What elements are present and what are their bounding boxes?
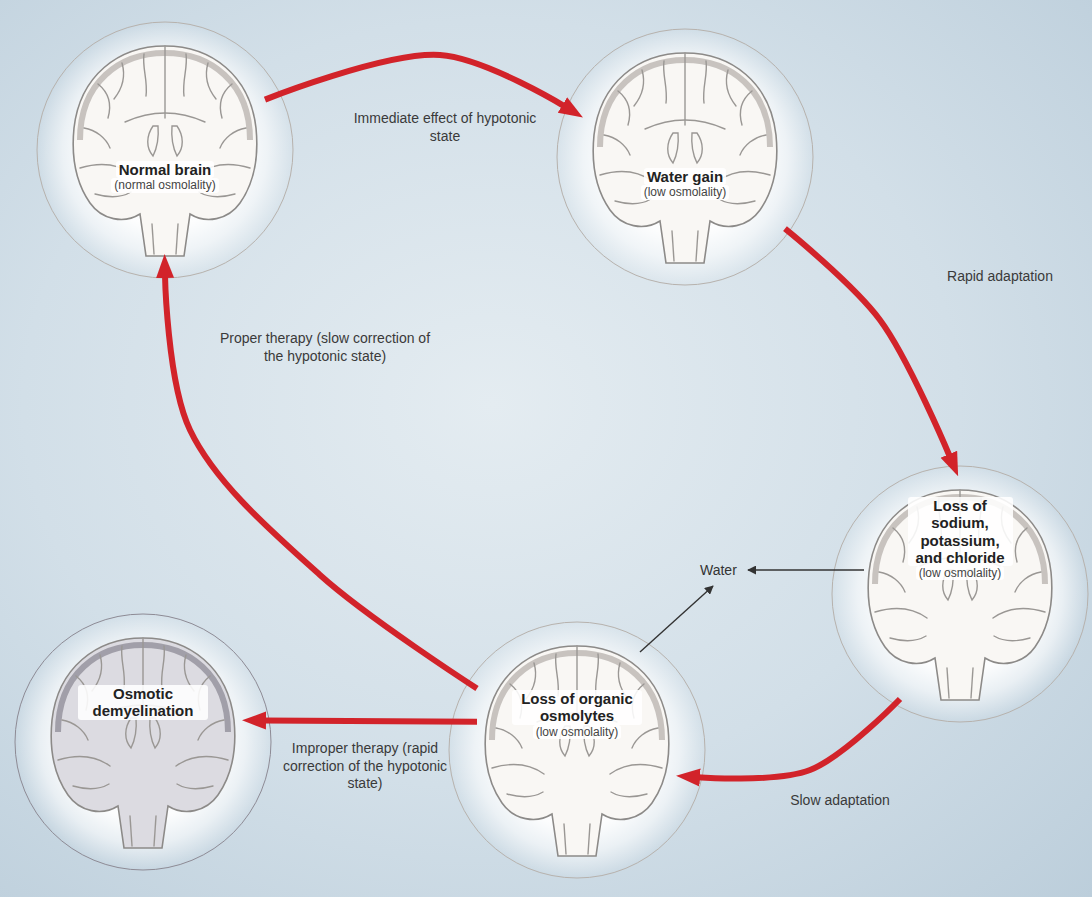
state-title: Loss of sodium, potassium, and chloride <box>908 497 1013 566</box>
water-gain-brain-illustration <box>557 29 813 285</box>
cycle-arrow <box>697 699 900 779</box>
arrow-label: Immediate effect of hypotonic state <box>350 110 540 145</box>
arrow-label: Rapid adaptation <box>945 268 1055 286</box>
node-text-block: Osmotic demyelination <box>78 685 208 720</box>
arrow-label: Improper therapy (rapid correction of th… <box>280 740 450 793</box>
demyelination-brain-illustration <box>15 614 271 870</box>
cycle-arrow <box>265 55 565 107</box>
node-text-block: Loss of sodium, potassium, and chloride(… <box>908 497 1013 580</box>
state-title: Osmotic demyelination <box>78 685 208 720</box>
arrow-label: Slow adaptation <box>790 792 890 810</box>
brain-state-node: Loss of sodium, potassium, and chloride(… <box>860 477 1060 699</box>
outcome-node: Osmotic demyelination <box>43 625 243 847</box>
cycle-arrow <box>785 229 950 457</box>
state-title: Normal brain <box>116 161 215 178</box>
osmolality-note: (low osmolality) <box>533 725 622 739</box>
state-title: Loss of organic osmolytes <box>512 690 642 725</box>
brain-state-node: Normal brain(normal osmolality) <box>65 33 265 255</box>
water-label: Water <box>700 562 737 578</box>
osmolyte-loss-brain-illustration <box>449 622 705 878</box>
state-title: Water gain <box>644 168 726 185</box>
normal-brain-illustration <box>37 22 293 278</box>
ion-loss-brain-illustration <box>832 466 1088 722</box>
brain-state-node: Water gain(low osmolality) <box>585 40 785 262</box>
arrow-label: Proper therapy (slow correction of the h… <box>210 330 440 365</box>
node-text-block: Loss of organic osmolytes(low osmolality… <box>512 690 642 739</box>
osmolality-note: (low osmolality) <box>916 566 1005 580</box>
osmolality-note: (normal osmolality) <box>111 178 218 192</box>
cycle-arrow <box>165 275 477 689</box>
water-arrow <box>640 586 713 652</box>
water-arrow <box>748 569 864 570</box>
brain-state-node: Loss of organic osmolytes(low osmolality… <box>477 633 677 855</box>
node-text-block: Water gain(low osmolality) <box>610 168 760 200</box>
node-text-block: Normal brain(normal osmolality) <box>90 161 240 193</box>
cycle-arrow <box>263 720 477 721</box>
osmolality-note: (low osmolality) <box>641 185 730 199</box>
